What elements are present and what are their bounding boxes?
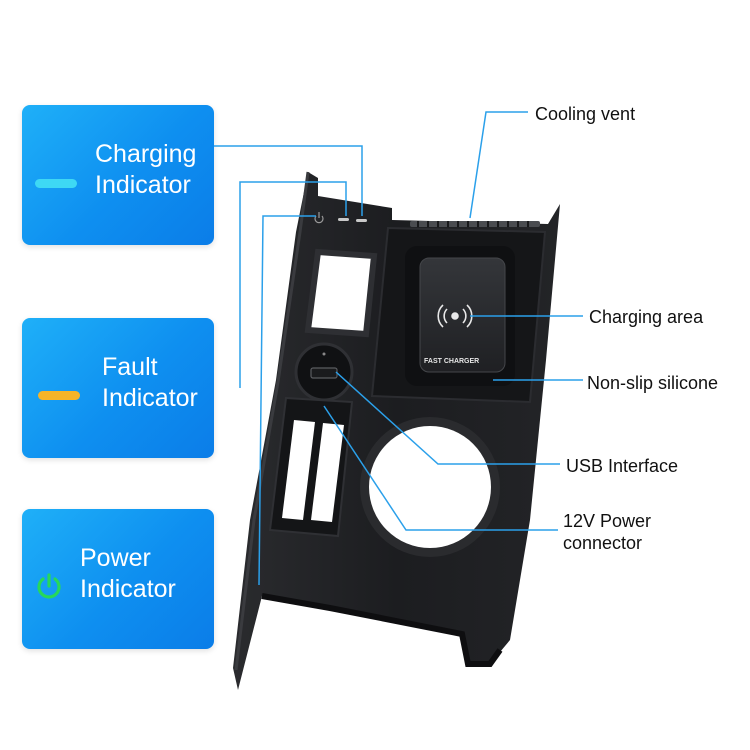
charging-led: [356, 219, 367, 222]
power-indicator-subtitle: Indicator: [80, 575, 176, 603]
fault-indicator-title: Fault: [102, 353, 158, 381]
tray-rim: [234, 171, 310, 671]
power-connector-label-line1: 12V Power: [563, 511, 652, 531]
cooling-vent-slots: [417, 221, 529, 227]
cup-holder-hole: [369, 426, 491, 548]
fault-indicator-bar: [38, 391, 80, 400]
power-indicator-card: Power Indicator: [22, 509, 214, 649]
usb-interface-label: USB Interface: [566, 456, 679, 476]
leader-power: [258, 215, 316, 586]
charging-area-label: Charging area: [589, 307, 704, 327]
leader-usb: [335, 371, 560, 465]
non-slip-silicone-label: Non-slip silicone: [587, 373, 719, 393]
leader-fault: [239, 181, 347, 388]
charging-pad-face: [419, 257, 506, 373]
charging-indicator-subtitle: Indicator: [95, 171, 191, 199]
cooling-vent-label: Cooling vent: [535, 104, 636, 124]
usb-port: [310, 367, 338, 379]
leader-power-connector: [323, 405, 558, 531]
tray-bottom-lip: [261, 593, 503, 667]
cooling-vent: [410, 221, 540, 227]
charging-indicator-bar: [35, 179, 77, 188]
fault-indicator-subtitle: Indicator: [102, 384, 198, 412]
pad-label: FAST CHARGER: [424, 358, 479, 365]
power-slot-right: [311, 423, 344, 522]
power-slot-left: [282, 420, 315, 520]
power-connector-label-line2: connector: [563, 533, 643, 553]
fault-indicator-card: Fault Indicator: [22, 318, 214, 458]
leader-charging: [214, 145, 363, 216]
fault-led: [338, 218, 349, 221]
leader-lines: [214, 111, 583, 586]
power-indicator-title: Power: [80, 544, 151, 572]
usb-port-dot: [322, 352, 326, 356]
wireless-charging-icon: [437, 304, 473, 328]
charging-indicator-title: Charging: [95, 140, 197, 168]
power-led: [314, 212, 324, 224]
leader-cooling-vent: [469, 111, 528, 219]
charging-indicator-card: Charging Indicator: [22, 105, 214, 245]
top-slot: [304, 248, 378, 338]
power-icon: [37, 573, 61, 599]
